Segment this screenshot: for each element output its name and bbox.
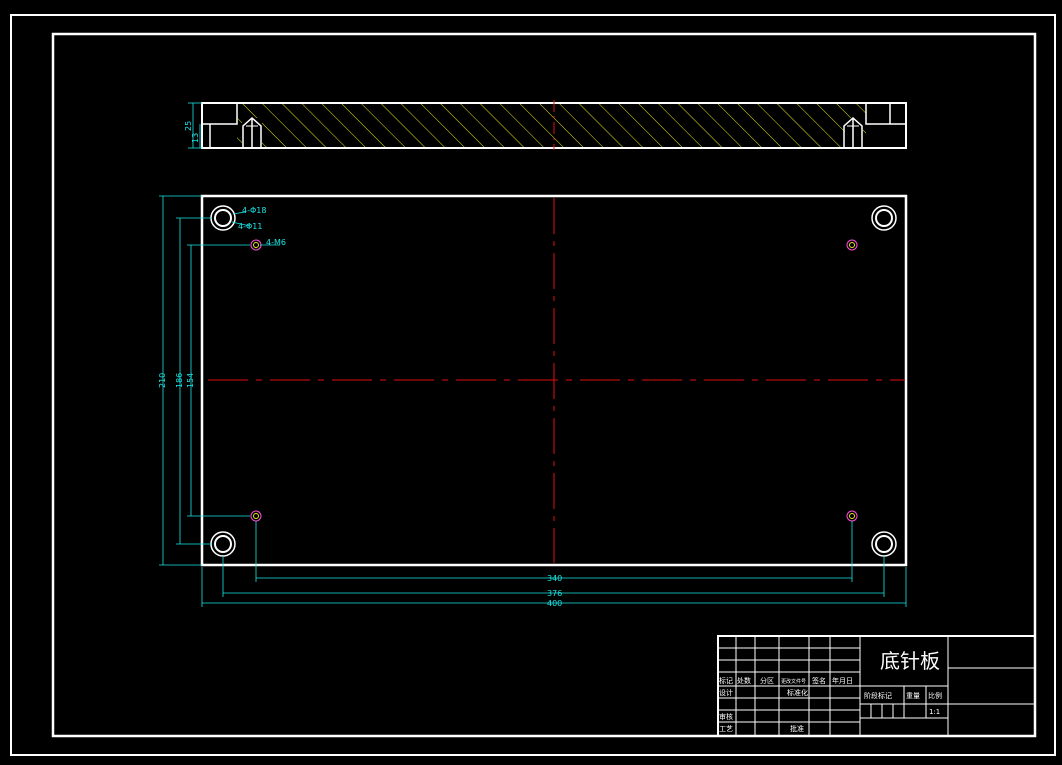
row-review: 审核	[719, 712, 733, 721]
cell-scale-value: 1:1	[929, 708, 940, 716]
counterbore-hole-bottom-right	[871, 531, 897, 557]
row-design: 设计	[719, 688, 733, 697]
hdr-count: 处数	[737, 676, 751, 685]
part-name-title: 底针板	[880, 649, 940, 673]
callout-counterbore-dia: 4-Φ18	[242, 206, 266, 215]
callout-thread: 4-M6	[266, 238, 286, 247]
plan-view: 4-Φ18 4-Φ11 4-M6 210 186 154	[158, 194, 908, 608]
threaded-hole-bottom-left	[250, 510, 262, 522]
dim-plate-length: 400	[547, 599, 562, 608]
hdr-zone: 分区	[760, 676, 774, 685]
cell-scale-label: 比例	[928, 691, 942, 700]
threaded-hole-top-left	[250, 239, 262, 251]
dim-counterbore-spacing-h: 376	[547, 589, 562, 598]
threaded-hole-bottom-right	[846, 510, 858, 522]
counterbore-hole-top-left	[210, 205, 236, 231]
counterbore-hole-bottom-left	[210, 531, 236, 557]
dim-thread-spacing-h: 340	[547, 574, 562, 583]
outer-sheet-border	[10, 14, 1056, 756]
hdr-date: 年月日	[832, 676, 853, 685]
title-block: 底针板 标记 处数 分区 更改文件号 签名 年月日 设计 审核 工艺 标准化 批…	[717, 635, 1036, 737]
counterbore-hole-top-right	[871, 205, 897, 231]
vertical-dimensions	[159, 195, 250, 566]
hdr-change-doc: 更改文件号	[781, 678, 806, 685]
hdr-mark: 标记	[719, 676, 733, 685]
horizontal-dimensions	[201, 521, 907, 607]
dim-counterbore-spacing-v: 186	[175, 373, 184, 388]
dim-plate-height: 210	[158, 373, 167, 388]
hole-callouts: 4-Φ18 4-Φ11 4-M6	[231, 206, 286, 247]
section-view: 25 13	[184, 100, 907, 150]
section-dim-thickness: 25	[184, 121, 193, 131]
inner-drawing-frame	[51, 32, 1037, 738]
dim-thread-spacing-v: 154	[186, 373, 195, 388]
threaded-hole-top-right	[846, 239, 858, 251]
section-dim-counterbore: 13	[191, 133, 200, 143]
row-process: 工艺	[719, 725, 733, 733]
hdr-signature: 签名	[812, 676, 826, 685]
cell-weight: 重量	[906, 692, 920, 700]
cell-standardization: 标准化	[787, 688, 808, 697]
plate-outline	[200, 194, 908, 567]
cell-stage-mark: 阶段标记	[864, 691, 892, 700]
callout-through-dia: 4-Φ11	[238, 222, 262, 231]
cell-approve: 批准	[790, 724, 804, 733]
